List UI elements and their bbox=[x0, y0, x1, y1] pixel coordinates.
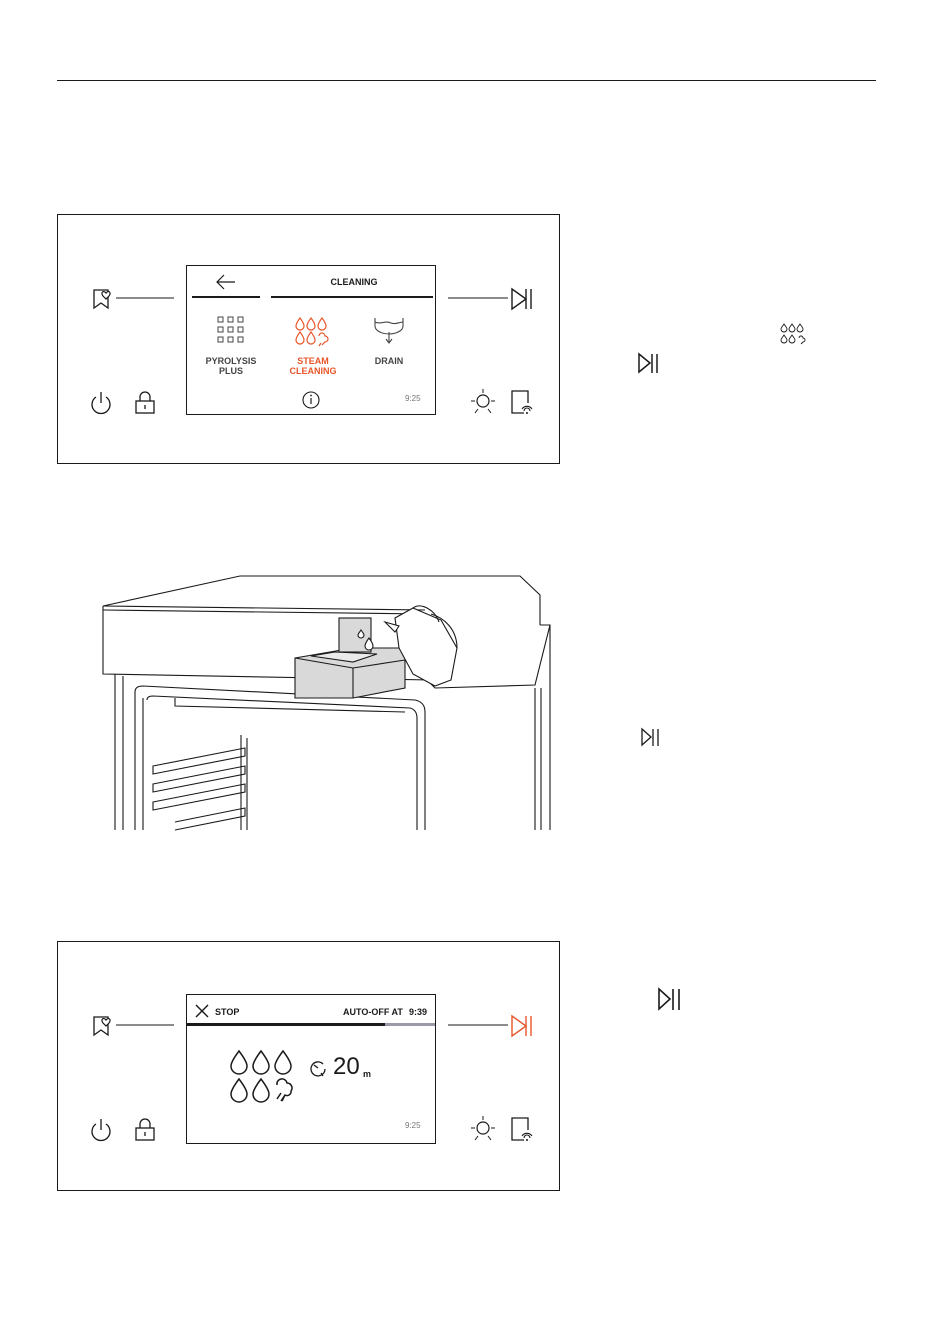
power-icon[interactable] bbox=[90, 391, 112, 415]
display-screen: STOP AUTO-OFF AT 9:39 20 m 9:25 bbox=[186, 994, 436, 1144]
tab-divider-right bbox=[271, 296, 433, 298]
close-icon[interactable] bbox=[195, 1004, 209, 1018]
lock-icon[interactable] bbox=[135, 1118, 155, 1142]
option-label: DRAIN bbox=[355, 356, 423, 366]
light-icon[interactable] bbox=[470, 389, 496, 417]
control-panel-steam-running: STOP AUTO-OFF AT 9:39 20 m 9:25 bbox=[57, 941, 560, 1191]
light-icon[interactable] bbox=[470, 1116, 496, 1144]
control-panel-cleaning: CLEANING PYROLYSIS PLUS bbox=[57, 214, 560, 464]
drain-icon bbox=[373, 316, 405, 346]
grid-icon bbox=[217, 316, 245, 344]
auto-off-label: AUTO-OFF AT bbox=[343, 1007, 403, 1017]
progress-track bbox=[187, 1023, 435, 1026]
auto-off-time: 9:39 bbox=[409, 1007, 427, 1017]
steam-cleaning-icon bbox=[295, 316, 329, 346]
favorite-icon[interactable] bbox=[92, 288, 182, 312]
timer-icon bbox=[309, 1059, 327, 1077]
progress-fill bbox=[187, 1023, 385, 1026]
steam-cleaning-icon bbox=[780, 323, 808, 345]
lock-icon[interactable] bbox=[135, 391, 155, 415]
info-icon[interactable] bbox=[302, 391, 320, 409]
oven-water-filling-illustration bbox=[95, 570, 555, 832]
option-label: PYROLYSIS PLUS bbox=[197, 356, 265, 376]
play-pause-icon bbox=[638, 352, 660, 376]
play-pause-icon[interactable] bbox=[446, 1015, 536, 1039]
clock-time: 9:25 bbox=[405, 394, 421, 403]
option-label: STEAM CLEANING bbox=[279, 356, 347, 376]
play-pause-icon[interactable] bbox=[446, 288, 536, 312]
remote-control-icon[interactable] bbox=[510, 389, 534, 417]
play-pause-icon bbox=[641, 728, 661, 748]
duration-value: 20 bbox=[333, 1053, 360, 1081]
steam-cleaning-icon bbox=[229, 1049, 299, 1107]
play-pause-icon bbox=[658, 988, 682, 1012]
power-icon[interactable] bbox=[90, 1118, 112, 1142]
screen-title: CLEANING bbox=[307, 277, 401, 287]
display-screen: CLEANING PYROLYSIS PLUS bbox=[186, 265, 436, 415]
favorite-icon[interactable] bbox=[92, 1015, 182, 1039]
option-steam-cleaning[interactable]: STEAM CLEANING bbox=[279, 316, 347, 380]
duration-unit: m bbox=[363, 1069, 371, 1079]
clock-time: 9:25 bbox=[405, 1121, 421, 1130]
tab-divider-left bbox=[192, 296, 260, 298]
option-drain[interactable]: DRAIN bbox=[355, 316, 423, 380]
remote-control-icon[interactable] bbox=[510, 1116, 534, 1144]
header-rule bbox=[57, 80, 876, 81]
back-arrow-icon[interactable] bbox=[215, 274, 237, 290]
stop-label[interactable]: STOP bbox=[215, 1007, 239, 1017]
option-pyrolysis-plus[interactable]: PYROLYSIS PLUS bbox=[197, 316, 265, 380]
